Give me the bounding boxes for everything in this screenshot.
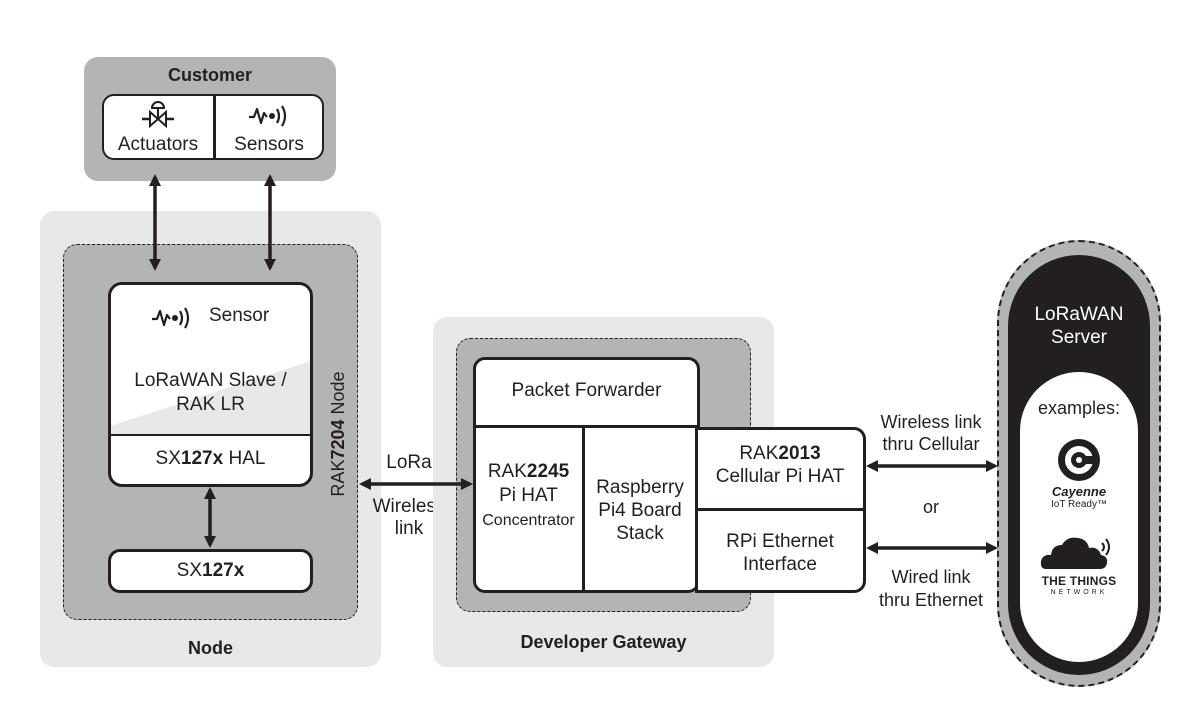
node-hal-bold: 127x: [180, 448, 224, 469]
concentrator-line1: RAK2245: [473, 461, 584, 484]
sensor-wave-icon: [152, 307, 190, 329]
sensor-wave-icon: [249, 105, 287, 127]
cayenne-tagline: IoT Ready™: [1051, 499, 1107, 510]
node-hal-row: SX127x HAL: [111, 448, 310, 471]
rpi-line2: Pi4 Board: [598, 500, 682, 521]
rpi-line1: Raspberry: [596, 477, 684, 498]
ethernet-line2: Interface: [743, 554, 817, 575]
packet-forwarder-label: Packet Forwarder: [511, 380, 662, 401]
server-title-line2: Server: [1051, 327, 1107, 348]
node-stack: Sensor LoRaWAN Slave / RAK LR SX127x HAL: [108, 282, 313, 487]
gateway-title: Developer Gateway: [520, 632, 687, 652]
cellular-line2: Cellular Pi HAT: [715, 466, 845, 487]
cellular-line1: RAK2013: [697, 443, 863, 466]
actuators-cell: Actuators: [104, 96, 212, 158]
node-lorawan-line2: RAK LR: [176, 394, 245, 415]
concentrator-bold: 2245: [526, 461, 570, 482]
node-hal-prefix: SX: [155, 448, 181, 469]
concentrator-line3: Concentrator: [482, 512, 575, 529]
wireless-cellular-line1: Wireless link: [880, 412, 982, 432]
lora-link-label: link: [394, 518, 424, 539]
wireless-cellular-line2: thru Cellular: [882, 434, 980, 454]
node-title: Node: [188, 638, 233, 658]
customer-title: Customer: [167, 65, 252, 85]
cellular-bold: 2013: [778, 443, 821, 464]
server-white-capsule: [1020, 372, 1138, 662]
lora-label: LoRa: [386, 452, 432, 473]
server-title-line1: LoRaWAN: [1034, 304, 1124, 325]
node-sensor-label: Sensor: [209, 305, 270, 326]
divider-pf: [473, 425, 700, 428]
node-lorawan-row: LoRaWAN Slave / RAK LR: [111, 353, 310, 436]
or-label: or: [922, 497, 939, 517]
customer-divider: [213, 94, 216, 160]
cayenne-logo: [1058, 439, 1100, 481]
node-chip-bold: 127x: [202, 559, 245, 581]
rpi-line3: Stack: [616, 523, 664, 544]
wired-ethernet-line2: thru Ethernet: [878, 590, 984, 610]
divider-c1: [582, 425, 585, 593]
ttn-line1: THE THINGS: [1041, 574, 1117, 588]
actuators-label: Actuators: [117, 134, 199, 155]
concentrator-prefix: RAK: [487, 461, 527, 482]
concentrator-line2: Pi HAT: [499, 485, 558, 506]
ttn-line2: NETWORK: [1050, 589, 1108, 596]
sensors-cell: Sensors: [216, 96, 322, 158]
node-hal-suffix: HAL: [223, 448, 266, 469]
cellular-prefix: RAK: [739, 443, 779, 464]
cayenne-name: Cayenne: [1051, 484, 1107, 499]
sensors-label: Sensors: [234, 134, 304, 155]
examples-label: examples:: [1037, 398, 1121, 418]
node-sensor-row: Sensor: [111, 285, 310, 355]
ethernet-line1: RPi Ethernet: [726, 531, 834, 552]
node-lorawan-line1: LoRaWAN Slave /: [134, 370, 287, 391]
wired-ethernet-line1: Wired link: [891, 567, 971, 587]
lora-wireless-label: Wireless: [372, 496, 446, 517]
ttn-cloud-logo: [1040, 537, 1110, 569]
valve-icon: [142, 101, 174, 129]
node-chip-prefix: SX: [176, 559, 203, 581]
gateway-board-main: [473, 357, 700, 593]
divider-c3: [695, 508, 866, 511]
gateway-board-stack: Packet Forwarder RAK2245 Pi HAT Concentr…: [473, 357, 866, 593]
